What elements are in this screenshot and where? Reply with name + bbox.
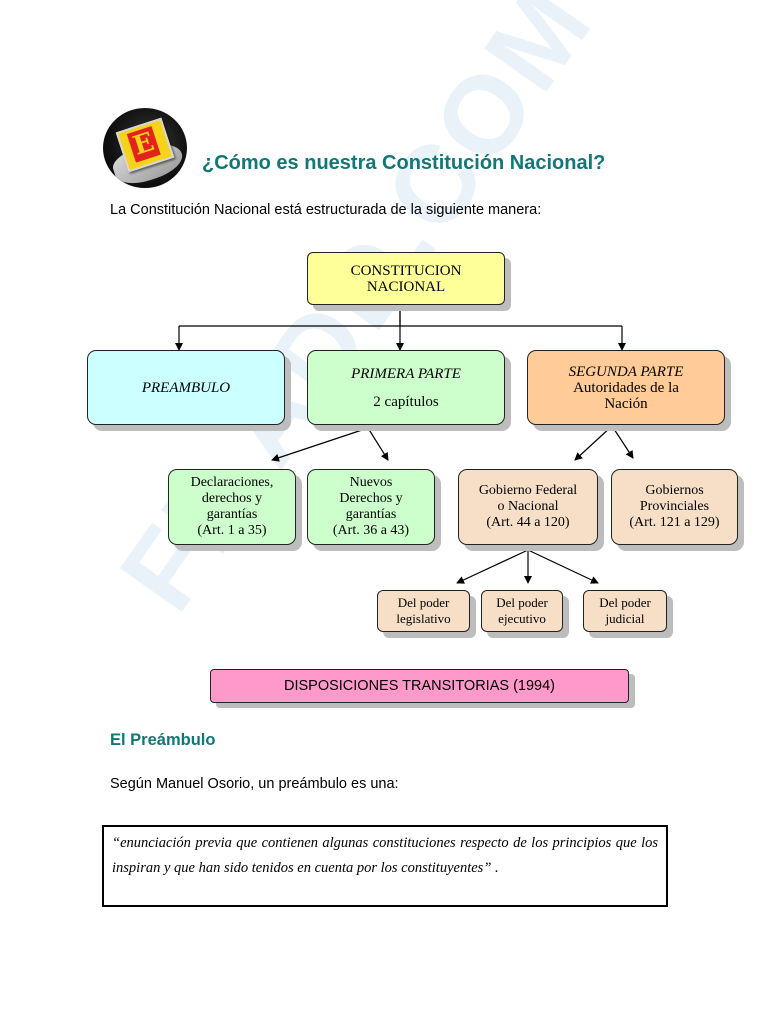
body-text: Según Manuel Osorio, un preámbulo es una…	[110, 776, 399, 792]
node-title: SEGUNDA PARTE	[568, 363, 684, 380]
node-label: Nación	[604, 395, 648, 412]
logo-icon: E	[103, 108, 187, 188]
connector-to-declaraciones	[271, 427, 369, 462]
node-poder-legislativo: Del poder legislativo	[377, 590, 470, 632]
section-title: El Preámbulo	[110, 731, 216, 749]
node-primera-parte: PRIMERA PARTE 2 capítulos	[307, 350, 505, 425]
node-label: CONSTITUCION	[350, 262, 462, 279]
node-label: (Art. 36 a 43)	[332, 523, 410, 538]
node-gobierno-federal: Gobierno Federal o Nacional (Art. 44 a 1…	[458, 469, 598, 545]
node-label: Declaraciones,	[190, 475, 274, 490]
node-label: (Art. 44 a 120)	[486, 515, 570, 530]
node-label: DISPOSICIONES TRANSITORIAS (1994)	[283, 678, 555, 694]
connector-to-nuevos	[367, 427, 389, 461]
connector-to-judicial	[527, 549, 599, 584]
node-label: judicial	[605, 611, 645, 626]
node-label: garantías	[345, 507, 397, 522]
quote-box: “enunciación previa que contienen alguna…	[102, 825, 668, 907]
connector-to-legislativo	[456, 549, 529, 584]
node-label: Gobiernos	[645, 483, 704, 498]
page-title: ¿Cómo es nuestra Constitución Nacional?	[202, 152, 606, 174]
node-poder-ejecutivo: Del poder ejecutivo	[481, 590, 563, 632]
node-label: Provinciales	[639, 499, 710, 514]
node-nuevos-derechos: Nuevos Derechos y garantías (Art. 36 a 4…	[307, 469, 435, 545]
node-subtitle: 2 capítulos	[373, 393, 439, 410]
node-preambulo: PREAMBULO	[87, 350, 285, 425]
node-label: Autoridades de la	[573, 379, 679, 396]
node-label: Del poder	[599, 595, 651, 610]
connector-to-gob-federal	[574, 425, 613, 461]
node-label: Del poder	[397, 595, 450, 610]
node-label: (Art. 121 a 129)	[629, 515, 720, 530]
node-disposiciones-transitorias: DISPOSICIONES TRANSITORIAS (1994)	[210, 669, 629, 703]
node-label: PREAMBULO	[141, 379, 231, 396]
node-title: PRIMERA PARTE	[351, 365, 461, 382]
node-segunda-parte: SEGUNDA PARTE Autoridades de la Nación	[527, 350, 725, 425]
node-label: o Nacional	[497, 499, 559, 514]
node-label: legislativo	[396, 611, 451, 626]
node-label: Derechos y	[339, 491, 403, 506]
node-label: garantías	[206, 507, 258, 522]
node-gobiernos-provinciales: Gobiernos Provinciales (Art. 121 a 129)	[611, 469, 738, 545]
node-constitucion-nacional: CONSTITUCION NACIONAL	[307, 252, 505, 305]
node-poder-judicial: Del poder judicial	[583, 590, 667, 632]
node-label: Nuevos	[349, 475, 393, 490]
node-declaraciones: Declaraciones, derechos y garantías (Art…	[168, 469, 296, 545]
node-label: derechos y	[201, 491, 263, 506]
node-label: Del poder	[496, 595, 548, 610]
node-label: (Art. 1 a 35)	[197, 523, 267, 538]
node-label: NACIONAL	[366, 278, 446, 295]
intro-text: La Constitución Nacional está estructura…	[110, 202, 542, 218]
node-label: ejecutivo	[498, 611, 546, 626]
node-label: Gobierno Federal	[478, 483, 578, 498]
connector-to-gob-provinciales	[611, 425, 634, 459]
